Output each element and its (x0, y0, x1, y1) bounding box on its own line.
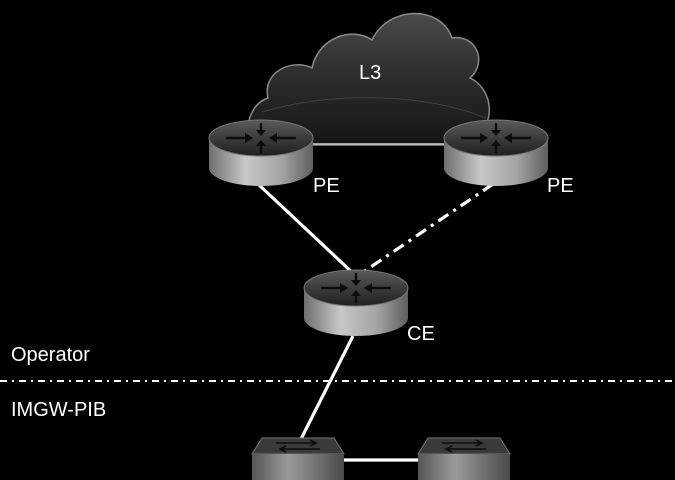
switch-icon (251, 437, 345, 480)
operator-zone-label: Operator (11, 344, 90, 366)
ce-switch-link (298, 335, 355, 442)
imgw-zone-label: IMGW-PIB (11, 399, 107, 421)
pe-right-label: PE (547, 175, 574, 197)
ce-label: CE (407, 323, 435, 345)
switch-icon (417, 437, 511, 480)
pe-left-ce-link (256, 182, 358, 278)
router-icon (442, 118, 550, 188)
pe-right-ce-link (355, 182, 494, 279)
router-icon (302, 268, 410, 338)
pe-left-label: PE (313, 175, 340, 197)
cloud-label: L3 (359, 62, 382, 84)
router-icon (207, 118, 315, 188)
